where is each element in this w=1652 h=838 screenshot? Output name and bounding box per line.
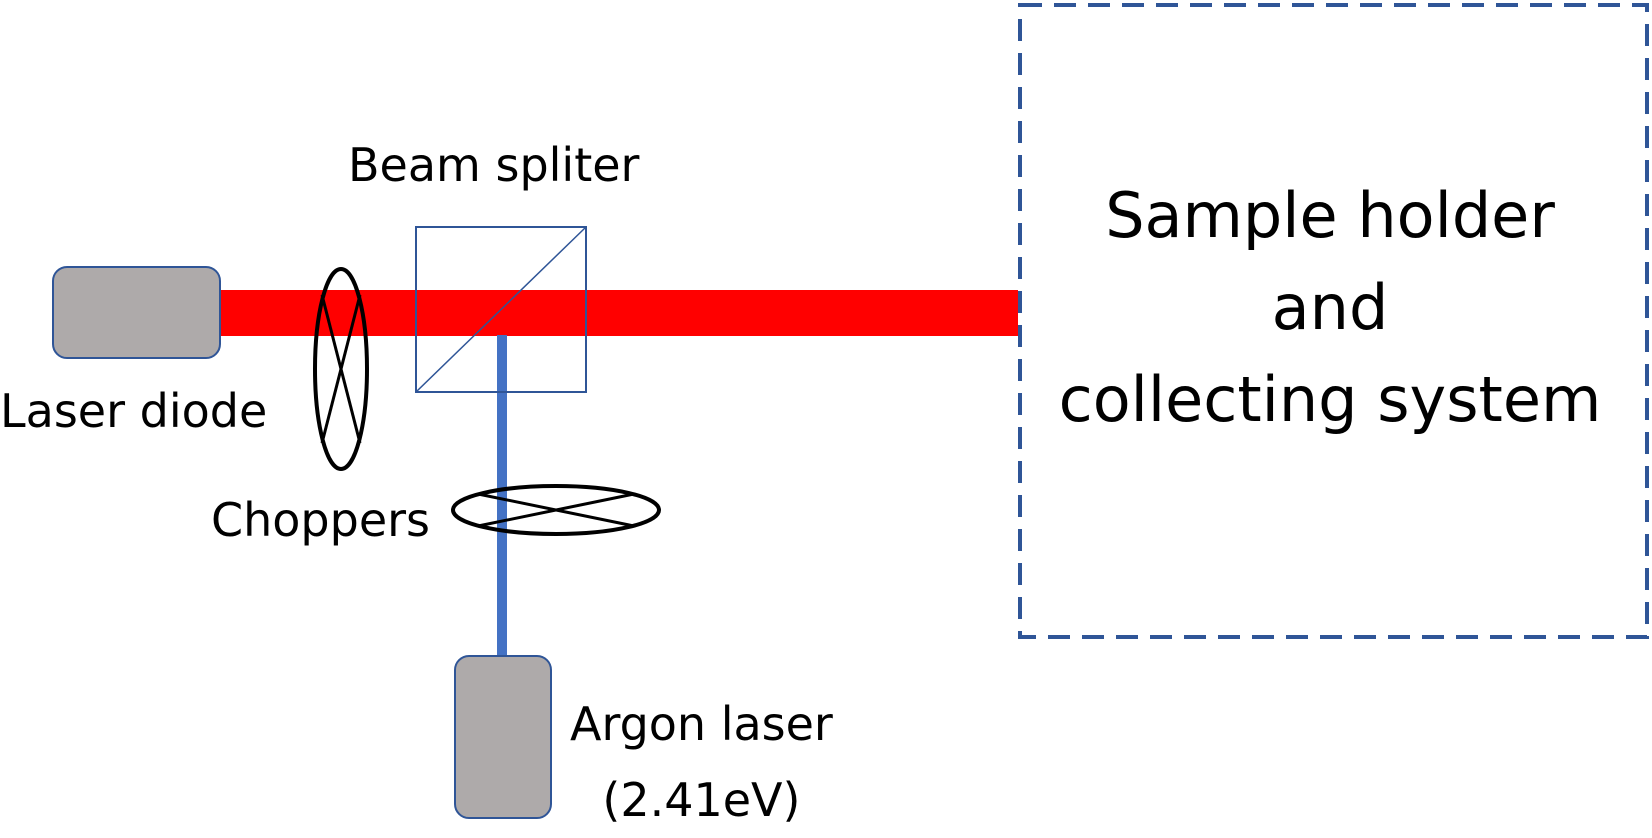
chopper-red-beam bbox=[313, 267, 369, 471]
beam-splitter-label: Beam spliter bbox=[348, 138, 640, 192]
laser-diode-device bbox=[52, 266, 221, 359]
red-laser-beam bbox=[220, 290, 1018, 336]
sample-holder-line-1: Sample holder bbox=[1105, 179, 1555, 252]
sample-holder-box bbox=[1018, 3, 1649, 639]
blue-laser-beam bbox=[497, 335, 507, 658]
sample-holder-line-3: collecting system bbox=[1058, 363, 1602, 436]
sample-holder-label: Sample holder and collecting system bbox=[1020, 170, 1640, 446]
argon-laser-device bbox=[454, 655, 552, 819]
argon-laser-name: Argon laser bbox=[570, 697, 833, 751]
beam-splitter-diagonal bbox=[415, 226, 587, 393]
argon-laser-energy: (2.41eV) bbox=[602, 773, 801, 827]
choppers-label: Choppers bbox=[211, 493, 430, 547]
laser-diode-label: Laser diode bbox=[0, 384, 268, 438]
sample-holder-line-2: and bbox=[1271, 271, 1389, 344]
chopper-blue-beam bbox=[451, 484, 661, 536]
argon-laser-label: Argon laser (2.41eV) bbox=[570, 686, 833, 838]
beam-splitter-cube bbox=[415, 226, 587, 393]
